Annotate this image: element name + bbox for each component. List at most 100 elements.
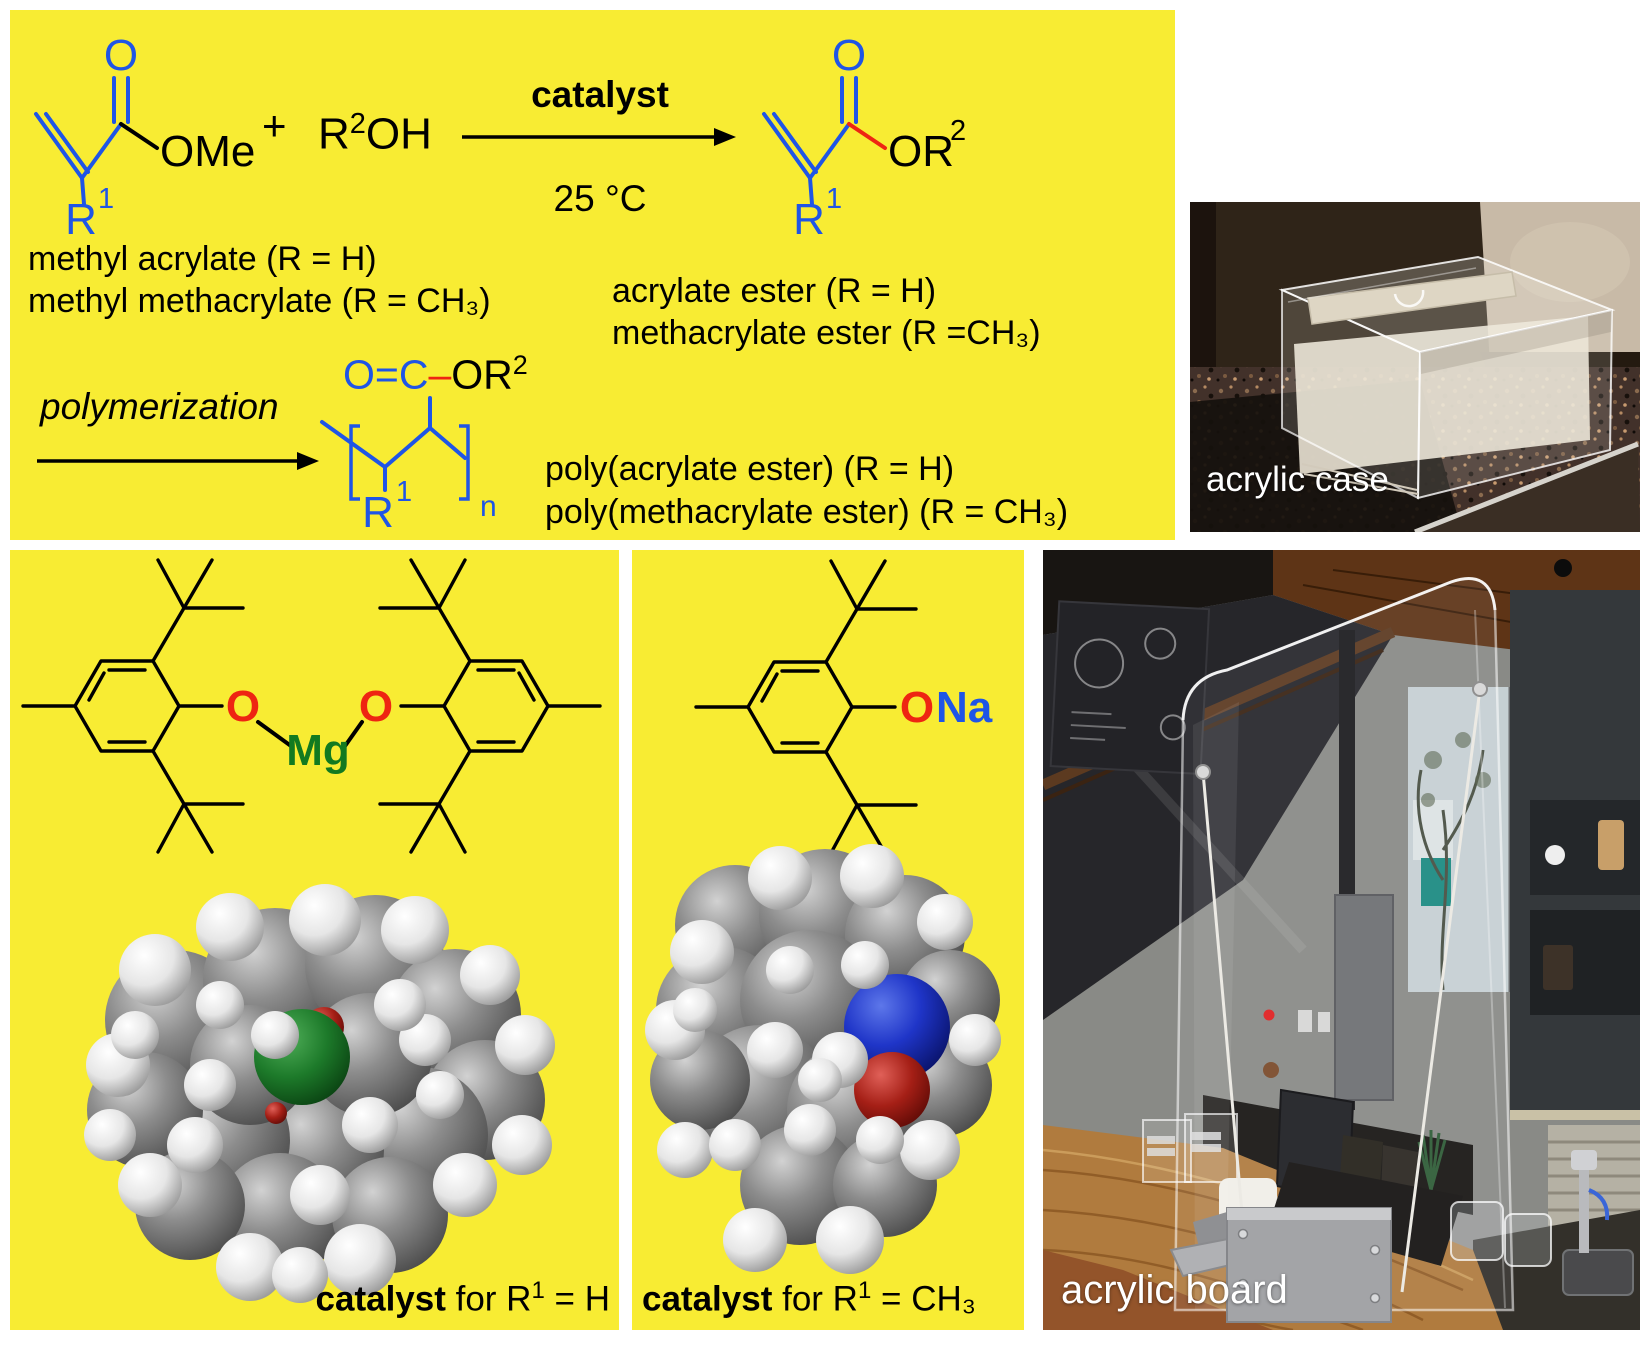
r1-label: R: [65, 195, 97, 244]
ester-equals: =: [374, 351, 399, 398]
space-filling-model-mg-catalyst: [84, 884, 555, 1303]
alcohol-oh: OH: [365, 109, 432, 159]
glass-pitcher: [1504, 1213, 1552, 1267]
caption-end: = H: [544, 1279, 610, 1319]
caption-bold: catalyst: [315, 1279, 446, 1319]
oxygen-sphere: [854, 1052, 930, 1128]
rolled-paper: [1307, 271, 1517, 325]
mg-catalyst-caption: catalyst for R1 = H: [210, 1277, 610, 1320]
caption-end: = CH₃: [871, 1279, 977, 1319]
coffee-poster: [1049, 600, 1211, 775]
acrylic-board-label: acrylic board: [1061, 1268, 1288, 1312]
alcohol-sup: 2: [349, 108, 366, 140]
reaction-scheme-panel: O OMe R 1 + R2OH catalyst 25 °C O OR 2 R…: [10, 10, 1175, 540]
acrylic-board-photo: acrylic board: [1043, 550, 1640, 1330]
catalyst-condition: catalyst: [531, 74, 669, 115]
caption-sup: 1: [857, 1277, 872, 1304]
sodium-label: Na: [936, 683, 993, 732]
r1-superscript: 1: [826, 183, 842, 215]
caption-methacrylate-ester: methacrylate ester (R =CH₃): [612, 314, 1041, 352]
caption-mid: for R: [445, 1279, 532, 1319]
glass-pitcher: [1450, 1201, 1504, 1261]
under-cabinet-light: [1510, 1110, 1640, 1120]
na-catalyst-panel: O Na catalyst for R1 = CH₃: [632, 550, 1024, 1330]
mg-phenoxide-structure: O O Mg: [21, 558, 602, 854]
repeat-n-label: n: [480, 490, 497, 523]
tree-branches: [1416, 749, 1485, 991]
ester-or-sup: 2: [512, 350, 528, 380]
support-cords: [1195, 681, 1488, 1293]
polymerization-label: polymerization: [40, 386, 279, 427]
alcohol-formula: R2OH: [318, 108, 432, 160]
button: [1263, 1062, 1279, 1078]
r1-label: R: [793, 195, 825, 244]
polymer-r1-label: R: [362, 488, 394, 537]
lid-notch: [1393, 289, 1425, 308]
wall-panel: [1334, 894, 1394, 1101]
tissue-paper: [1294, 316, 1590, 474]
carbonyl-oxygen-label: O: [832, 31, 866, 80]
polymer-r1-superscript: 1: [396, 476, 412, 508]
acrylic-case-photo: acrylic case: [1190, 202, 1640, 532]
or2-label: OR: [888, 127, 954, 176]
acrylic-box: [1278, 255, 1616, 500]
caption-sup: 1: [531, 1277, 545, 1304]
track-light: [1554, 559, 1572, 577]
light-switch: [1318, 1012, 1330, 1032]
r1-superscript: 1: [98, 183, 114, 215]
bolt: [1472, 681, 1488, 697]
alcohol-r: R: [318, 109, 350, 159]
caption-acrylate-ester: acrylate ester (R = H): [612, 272, 937, 310]
carbonyl-oxygen-label: O: [104, 31, 138, 80]
caption-poly-acrylate: poly(acrylate ester) (R = H): [545, 450, 955, 488]
ester-o: O: [343, 351, 375, 398]
caption-methyl-methacrylate: methyl methacrylate (R = CH₃): [28, 282, 491, 320]
magnesium-label: Mg: [286, 726, 350, 775]
oxygen-label: O: [900, 683, 934, 732]
sink-counter: [1473, 1210, 1640, 1330]
tray-edge: [1414, 441, 1639, 532]
methacrylate-structure: O OMe R 1: [34, 31, 255, 244]
blue-tube: [1588, 1188, 1610, 1221]
ester-c: C: [398, 351, 429, 398]
polymer-repeat-unit: n R 1: [320, 396, 497, 537]
reactant-captions: methyl acrylate (R = H) methyl methacryl…: [28, 238, 491, 322]
or2-superscript: 2: [950, 115, 966, 147]
space-filling-model-na-catalyst: [645, 844, 1001, 1274]
product-captions: acrylate ester (R = H) methacrylate este…: [612, 270, 1041, 354]
light-switch: [1298, 1010, 1312, 1032]
panel-top-edge: [1181, 577, 1497, 721]
plus-sign: +: [262, 102, 287, 149]
coffee-bag: [1598, 820, 1624, 870]
acrylic-case-scene: [1190, 202, 1640, 532]
red-indicator-light: [1263, 1009, 1275, 1021]
acrylic-case-label: acrylic case: [1206, 460, 1389, 499]
ome-label: OMe: [160, 127, 255, 176]
caption-mid: for R: [772, 1279, 858, 1319]
cup: [1545, 845, 1565, 865]
ester-dash: –: [428, 351, 452, 398]
na-phenoxide-structure: O Na: [694, 559, 993, 855]
metal-bracket: [1169, 1207, 1392, 1323]
caption-bold: catalyst: [642, 1279, 773, 1319]
oxygen-left-label: O: [226, 682, 260, 731]
cabinets: [1510, 590, 1640, 1120]
caption-poly-methacrylate: poly(methacrylate ester) (R = CH₃): [545, 493, 1069, 531]
panel-glare: [1193, 702, 1239, 1310]
polymer-captions: poly(acrylate ester) (R = H) poly(methac…: [545, 448, 1068, 534]
na-catalyst-caption: catalyst for R1 = CH₃: [642, 1277, 976, 1320]
acrylic-panel: [1173, 577, 1515, 1312]
caption-methyl-acrylate: methyl acrylate (R = H): [28, 240, 377, 278]
ester-product-structure: O OR 2 R 1: [762, 31, 966, 244]
acrylic-board-scene: [1043, 550, 1640, 1330]
ester-or: OR: [451, 351, 513, 398]
oxygen-right-label: O: [359, 682, 393, 731]
temperature-condition: 25 °C: [553, 178, 647, 219]
reaction-arrow: [462, 128, 736, 146]
bolt: [1195, 764, 1211, 780]
faucet: [1571, 1150, 1610, 1253]
polymerization-arrow: [37, 452, 319, 470]
mg-catalyst-panel: O O Mg catalyst for R1 = H: [10, 550, 619, 1330]
sodium-sphere: [844, 974, 950, 1080]
support-cord-left: [1201, 771, 1251, 1293]
